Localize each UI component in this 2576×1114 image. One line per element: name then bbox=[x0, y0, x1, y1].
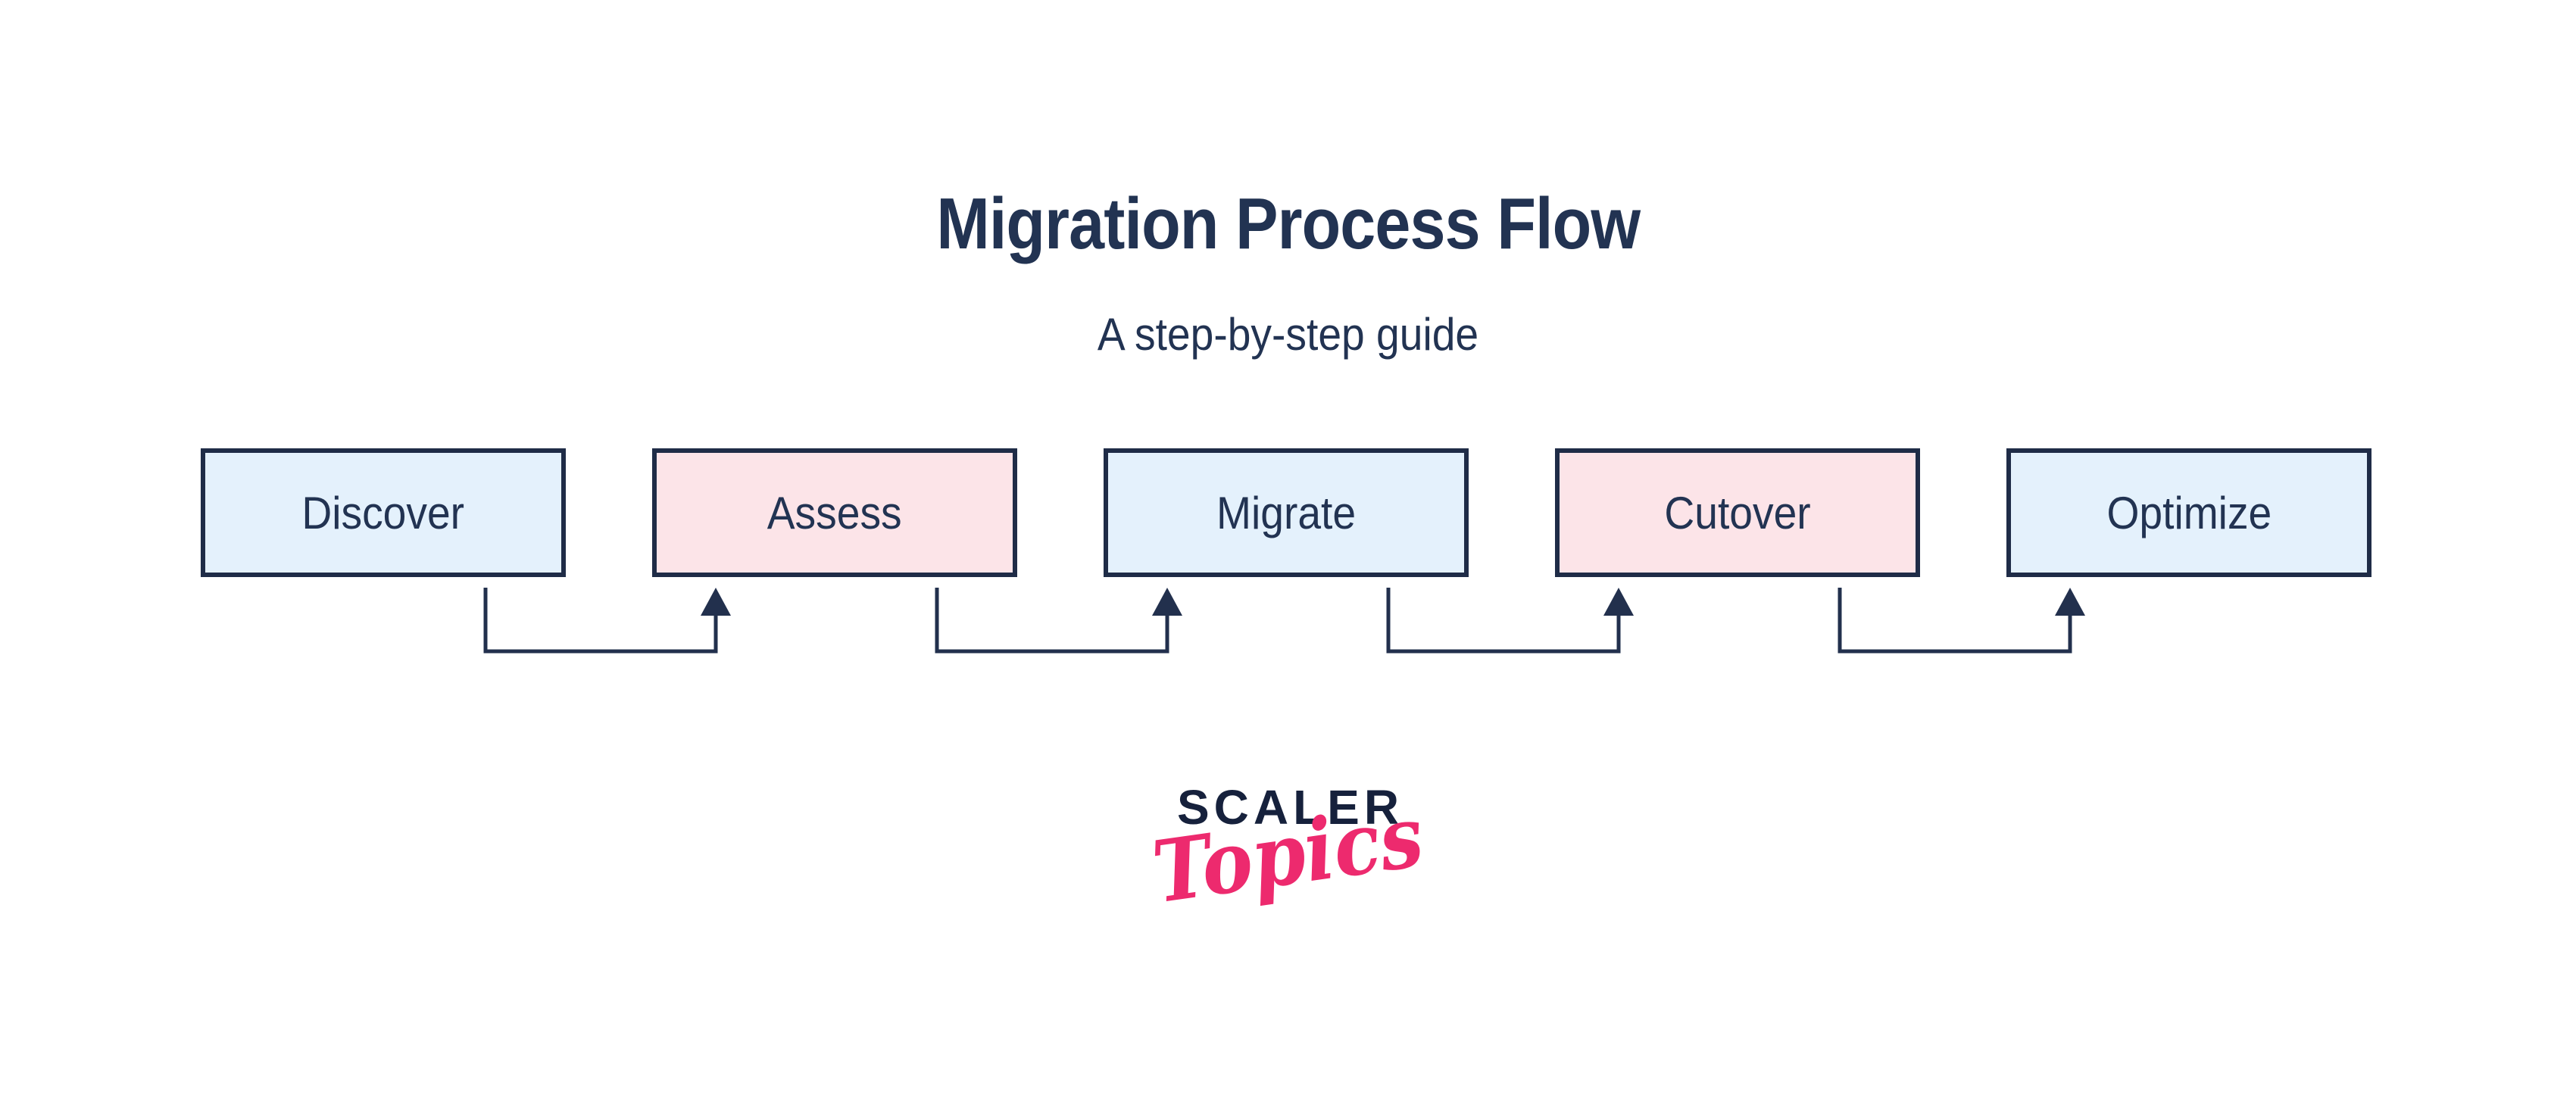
page-subtitle: A step-by-step guide bbox=[0, 307, 2576, 362]
page-subtitle-text: A step-by-step guide bbox=[1097, 309, 1479, 360]
connector-discover-to-assess bbox=[483, 588, 731, 654]
step-label: Migrate bbox=[1216, 487, 1357, 538]
scaler-topics-logo-script: Topics bbox=[0, 787, 2576, 922]
step-box-cutover: Cutover bbox=[1555, 448, 1920, 577]
step-box-optimize: Optimize bbox=[2006, 448, 2371, 577]
page-title: Migration Process Flow bbox=[0, 185, 2576, 264]
arrowhead-icon bbox=[2055, 588, 2085, 616]
connector-line bbox=[935, 588, 1169, 654]
connector-line bbox=[483, 588, 718, 654]
connector-line bbox=[1386, 588, 1621, 654]
arrowhead-icon bbox=[1603, 588, 1634, 616]
connector-line bbox=[1838, 588, 2072, 654]
step-box-migrate: Migrate bbox=[1104, 448, 1469, 577]
step-label: Assess bbox=[767, 487, 902, 538]
page-title-text: Migration Process Flow bbox=[936, 183, 1641, 264]
step-box-assess: Assess bbox=[652, 448, 1017, 577]
step-label: Optimize bbox=[2106, 487, 2272, 538]
connector-cutover-to-optimize bbox=[1838, 588, 2085, 654]
scaler-topics-logo-text: Topics bbox=[1147, 786, 1429, 923]
step-label: Cutover bbox=[1664, 487, 1811, 538]
arrowhead-icon bbox=[701, 588, 731, 616]
scaler-logo-wordmark: SCALER bbox=[1176, 780, 1404, 835]
step-box-discover: Discover bbox=[201, 448, 566, 577]
step-label: Discover bbox=[301, 487, 465, 538]
connector-migrate-to-cutover bbox=[1386, 588, 1634, 654]
arrowhead-icon bbox=[1152, 588, 1182, 616]
connector-assess-to-migrate bbox=[935, 588, 1182, 654]
